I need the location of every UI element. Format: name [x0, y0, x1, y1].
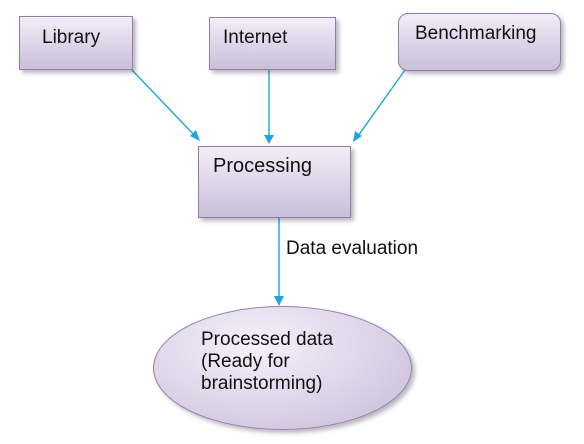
arrow-library-to-processing — [131, 69, 197, 138]
library-node: Library — [19, 16, 133, 70]
arrowhead-processed — [274, 296, 284, 306]
processed-data-line-2: (Ready for — [201, 351, 290, 373]
arrowhead-library — [190, 130, 200, 141]
internet-node: Internet — [209, 17, 336, 70]
library-label: Library — [42, 27, 101, 48]
benchmarking-node: Benchmarking — [398, 13, 561, 71]
arrow-benchmarking-to-processing — [357, 69, 406, 137]
processed-data-node: Processed data (Ready for brainstorming) — [153, 306, 412, 430]
processed-data-text: Processed data (Ready for brainstorming) — [201, 329, 333, 396]
data-evaluation-label: Data evaluation — [286, 238, 419, 259]
processed-data-line-1: Processed data — [201, 329, 334, 350]
processing-node: Processing — [198, 146, 351, 218]
arrowhead-internet — [264, 135, 274, 144]
processing-label: Processing — [213, 155, 312, 177]
internet-label: Internet — [223, 27, 288, 48]
arrowhead-benchmarking — [353, 131, 362, 142]
processed-data-line-3: brainstorming) — [201, 373, 323, 395]
benchmarking-label: Benchmarking — [415, 23, 537, 44]
